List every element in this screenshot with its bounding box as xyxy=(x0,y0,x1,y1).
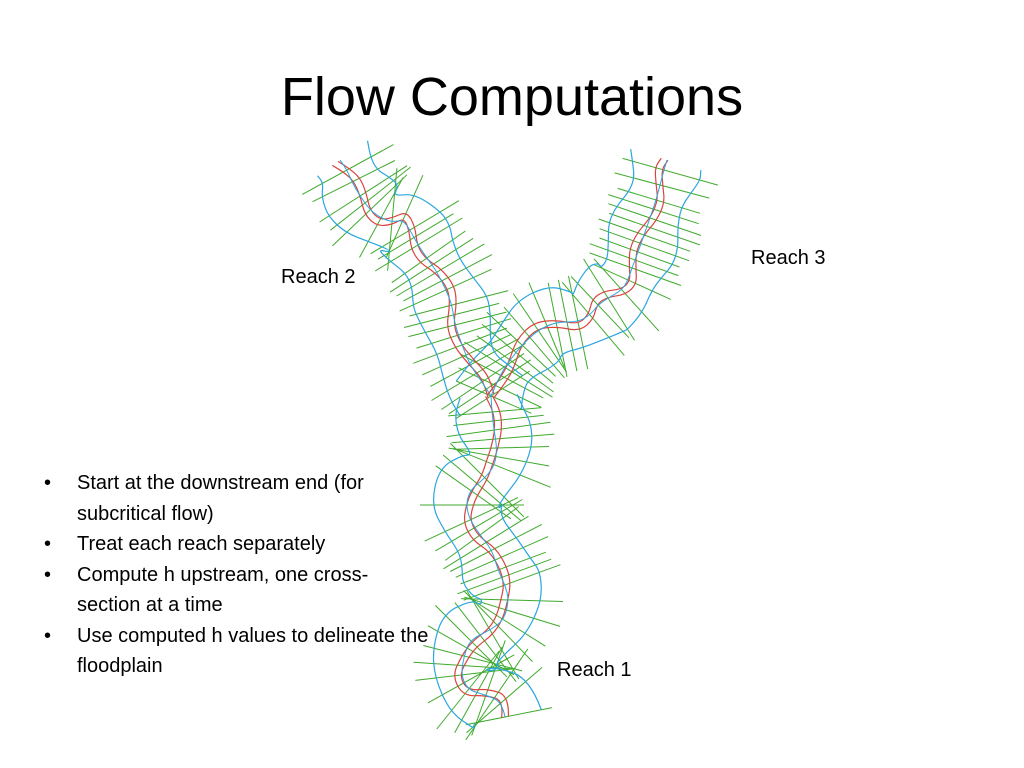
cross-section-line xyxy=(457,558,552,595)
cross-section-line xyxy=(453,447,551,488)
channel-bank-right xyxy=(487,157,662,395)
cross-section-line xyxy=(385,174,424,259)
cross-section-line xyxy=(448,359,531,415)
cross-section-line xyxy=(413,327,508,364)
cross-section-line xyxy=(599,228,690,262)
cross-section-line xyxy=(448,447,550,467)
floodplain-boundary-right xyxy=(317,175,461,417)
cross-section-line xyxy=(469,597,546,647)
cross-section-line xyxy=(455,370,530,420)
floodplain-boundary-right xyxy=(432,397,483,729)
channel-centerline xyxy=(461,395,509,718)
channel-bank-left xyxy=(460,395,511,717)
cross-section-line xyxy=(528,282,565,368)
cross-section-line xyxy=(570,276,630,339)
cross-section-line xyxy=(455,446,550,450)
cross-section-line xyxy=(465,648,529,741)
cross-section-line xyxy=(422,333,512,376)
reach-2-label: Reach 2 xyxy=(281,266,356,288)
cross-section-line xyxy=(466,667,543,734)
cross-section-line xyxy=(458,367,542,408)
floodplain-boundary-left xyxy=(520,170,702,410)
cross-section-line xyxy=(446,421,551,438)
floodplain-boundary xyxy=(317,140,702,729)
reach-3-label: Reach 3 xyxy=(751,247,826,269)
cross-section-line xyxy=(436,650,500,730)
cross-section-line xyxy=(609,212,701,246)
cross-section-line xyxy=(503,306,565,379)
cross-section-line xyxy=(512,293,568,373)
cross-section-line xyxy=(617,187,701,214)
floodplain-boundary-left xyxy=(486,394,542,710)
cross-section-line xyxy=(435,499,523,552)
floodplain-boundary-left xyxy=(366,140,523,377)
cross-section-line xyxy=(593,263,672,300)
cross-section-line xyxy=(435,465,512,520)
cross-section-line xyxy=(332,174,408,247)
cross-section-line xyxy=(453,414,544,426)
bullet-item: Use computed h values to delineate the f… xyxy=(44,621,429,682)
cross-section-line xyxy=(330,166,411,231)
cross-section-line xyxy=(423,645,523,672)
cross-section-line xyxy=(557,279,578,372)
cross-section-line xyxy=(448,407,541,417)
cross-section-line xyxy=(589,243,679,277)
cross-section-line xyxy=(608,203,702,236)
cross-section-line xyxy=(463,564,561,601)
channel-centerline xyxy=(339,159,492,397)
channel-centerline xyxy=(490,159,668,397)
cross-section-line xyxy=(466,590,520,680)
slide-title: Flow Computations xyxy=(280,67,744,127)
cross-section-line xyxy=(455,536,549,578)
channel-bank-right xyxy=(454,396,504,718)
cross-section-line xyxy=(427,625,515,676)
cross-section-line xyxy=(403,302,500,328)
bullet-item: Treat each reach separately xyxy=(44,529,429,560)
channel-bank-right xyxy=(331,164,489,399)
cross-section-line xyxy=(301,144,394,195)
cross-section-line xyxy=(593,258,660,332)
cross-section-line xyxy=(454,602,517,683)
cross-section-line xyxy=(547,282,568,377)
cross-section-line xyxy=(415,668,516,681)
cross-section-line xyxy=(622,157,719,186)
cross-section-line xyxy=(460,551,546,585)
bullet-item: Start at the downstream end (for subcrit… xyxy=(44,468,429,529)
reach-1-label: Reach 1 xyxy=(557,659,632,681)
cross-section-line xyxy=(583,258,635,341)
cross-section-line xyxy=(389,237,474,293)
cross-section-line xyxy=(486,311,556,377)
cross-section-line xyxy=(451,433,555,444)
cross-section-line xyxy=(449,523,543,572)
cross-section-line xyxy=(464,341,553,398)
cross-section-line xyxy=(375,217,463,272)
cross-section-line xyxy=(614,172,710,199)
river-channel xyxy=(331,157,669,718)
cross-section-line xyxy=(460,598,564,602)
bullet-list: Start at the downstream end (for subcrit… xyxy=(44,468,429,682)
cross-section-line xyxy=(450,443,525,518)
bullet-item: Compute h upstream, one cross-section at… xyxy=(44,560,429,621)
cross-section-line xyxy=(589,252,682,286)
cross-section-line xyxy=(409,290,509,317)
cross-section-line xyxy=(312,160,396,203)
cross-section-line xyxy=(464,596,561,627)
cross-section-line xyxy=(416,318,512,349)
cross-section-line xyxy=(319,165,408,223)
cross-section-line xyxy=(430,337,520,387)
cross-section-line xyxy=(481,324,554,384)
floodplain-boundary-right xyxy=(455,149,635,382)
channel-bank-left xyxy=(493,159,669,398)
cross-section-line xyxy=(599,237,680,268)
cross-section-line xyxy=(471,640,506,736)
